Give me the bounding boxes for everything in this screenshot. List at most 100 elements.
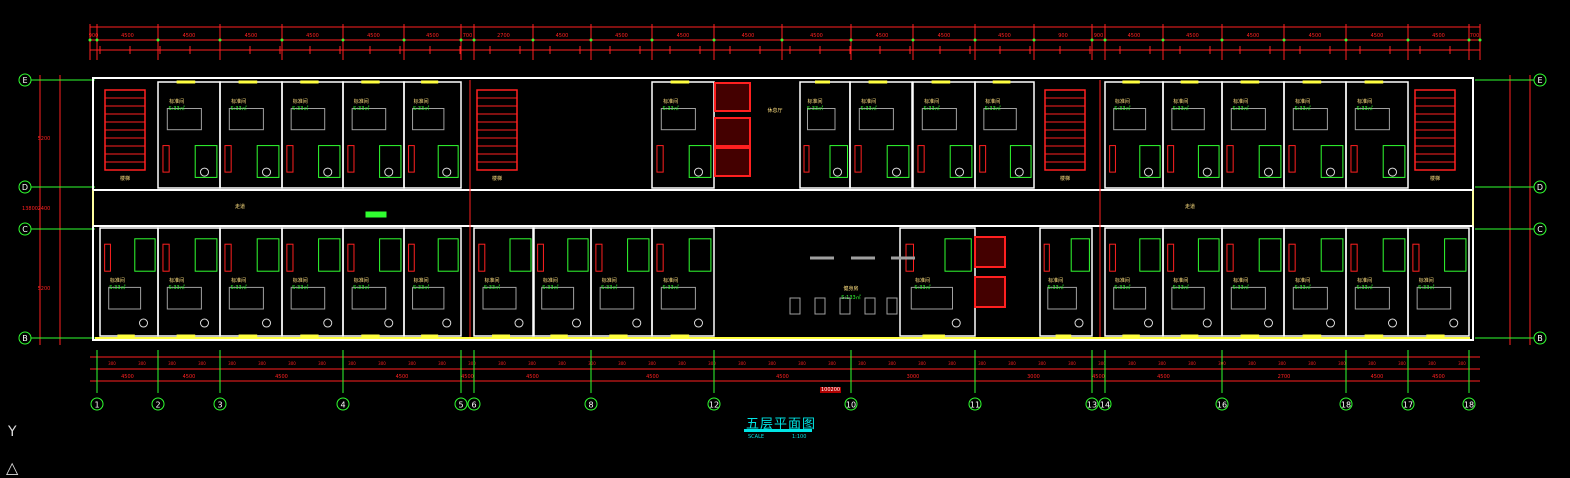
wardrobe [162, 145, 170, 173]
bathroom [1009, 145, 1032, 178]
toilet [514, 318, 524, 328]
wardrobe [1226, 243, 1234, 272]
dimension-text: 300 [1188, 361, 1196, 366]
dimension-text: 4500 [121, 33, 134, 39]
bed [858, 108, 894, 131]
toilet [694, 167, 703, 177]
dimension-text: 4500 [367, 33, 380, 39]
dimension-text: 300 [498, 361, 506, 366]
room-label: 标准间 [1419, 277, 1434, 284]
dimension-tick [911, 38, 915, 42]
dimension-text: 5200 [38, 286, 51, 292]
column-axis-label: 14 [1100, 401, 1110, 410]
column-axis-bubble [1098, 397, 1112, 411]
wardrobe [979, 145, 987, 173]
bed [660, 108, 696, 131]
dimension-text: 900 [1094, 33, 1104, 39]
bed [1354, 108, 1390, 131]
dimension-text: 3000 [1027, 374, 1040, 380]
toilet [1449, 318, 1459, 328]
bed [1113, 286, 1147, 310]
wardrobe [478, 243, 486, 272]
bed [1354, 286, 1390, 310]
room-area: S:33㎡ [662, 284, 678, 291]
room-area: S:33㎡ [1114, 284, 1130, 291]
room-area: S:33㎡ [168, 105, 184, 112]
bed [1230, 108, 1266, 131]
dimension-tick [1478, 38, 1482, 42]
scale-label: SCALE [748, 434, 765, 440]
bathroom [829, 145, 848, 178]
dimension-tick [1220, 38, 1224, 42]
room-label: 标准间 [1173, 98, 1188, 105]
room-area: S:33㎡ [1047, 284, 1063, 291]
dimension-tick [712, 38, 716, 42]
room-area: S:33㎡ [1173, 105, 1189, 112]
room-area: S:33㎡ [662, 105, 678, 112]
dimension-text: 300 [1368, 361, 1376, 366]
gym-equipment [789, 297, 801, 315]
elevator-shaft [974, 276, 1006, 308]
column-axis-label: 6 [471, 401, 476, 410]
gym-equipment [864, 297, 876, 315]
dimension-text: 4500 [396, 374, 409, 380]
dimension-tick [218, 38, 222, 42]
room-label: 标准间 [484, 277, 499, 284]
wardrobe [286, 243, 294, 272]
toilet [1264, 318, 1273, 328]
wardrobe [656, 243, 664, 272]
dimension-text: 300 [348, 361, 356, 366]
dimension-tick [1090, 38, 1094, 42]
bathroom [379, 238, 402, 272]
dimension-tick [472, 38, 476, 42]
room-area: S:33㎡ [1294, 284, 1310, 291]
wardrobe [1043, 243, 1050, 272]
room-area: S:33㎡ [860, 105, 876, 112]
bed [1230, 286, 1266, 310]
bed [1113, 108, 1147, 131]
bed [1171, 108, 1205, 131]
room-area: S:33㎡ [1356, 105, 1372, 112]
room-area: S:33㎡ [292, 105, 308, 112]
room-area: S:33㎡ [923, 105, 939, 112]
bathroom [1258, 145, 1282, 178]
bathroom [256, 145, 280, 178]
dimension-text: 4500 [810, 33, 823, 39]
dimension-text: 4500 [1092, 374, 1105, 380]
column-axis-label: 16 [1217, 401, 1227, 410]
bed [108, 286, 142, 310]
dimension-text: 4500 [461, 374, 474, 380]
toilet [951, 318, 961, 328]
dimension-tick [402, 38, 406, 42]
bathroom [1444, 238, 1467, 272]
toilet [1014, 167, 1024, 177]
column-axis-bubble [1339, 397, 1353, 411]
column-axis-label: 18 [1341, 401, 1351, 410]
dimension-text: 300 [378, 361, 386, 366]
room-label: 标准间 [1357, 98, 1372, 105]
bathroom [949, 145, 973, 178]
room-label: 标准间 [807, 98, 822, 105]
stair-label: 楼梯 [1060, 175, 1070, 182]
bathroom [437, 238, 459, 272]
gym-area: S:133㎡ [841, 294, 860, 301]
dimension-text: 900 [89, 33, 99, 39]
dimension-text: 300 [1338, 361, 1346, 366]
toilet [1264, 167, 1273, 177]
room-area: S:33㎡ [985, 105, 1001, 112]
room-area: S:33㎡ [353, 105, 369, 112]
column-axis-label: 18 [1464, 401, 1474, 410]
dimension-text: 300 [738, 361, 746, 366]
dimension-text: 300 [708, 361, 716, 366]
toilet [200, 318, 209, 328]
wardrobe [286, 145, 294, 173]
bathroom [1320, 238, 1344, 272]
room-area: S:33㎡ [413, 284, 429, 291]
wardrobe [1109, 243, 1116, 272]
dimension-text: 4500 [1309, 33, 1322, 39]
room-area: S:33㎡ [292, 284, 308, 291]
dimension-text: 4500 [646, 374, 659, 380]
bathroom [1139, 145, 1161, 178]
room-area: S:33㎡ [230, 105, 246, 112]
column-axis-bubble [584, 397, 598, 411]
